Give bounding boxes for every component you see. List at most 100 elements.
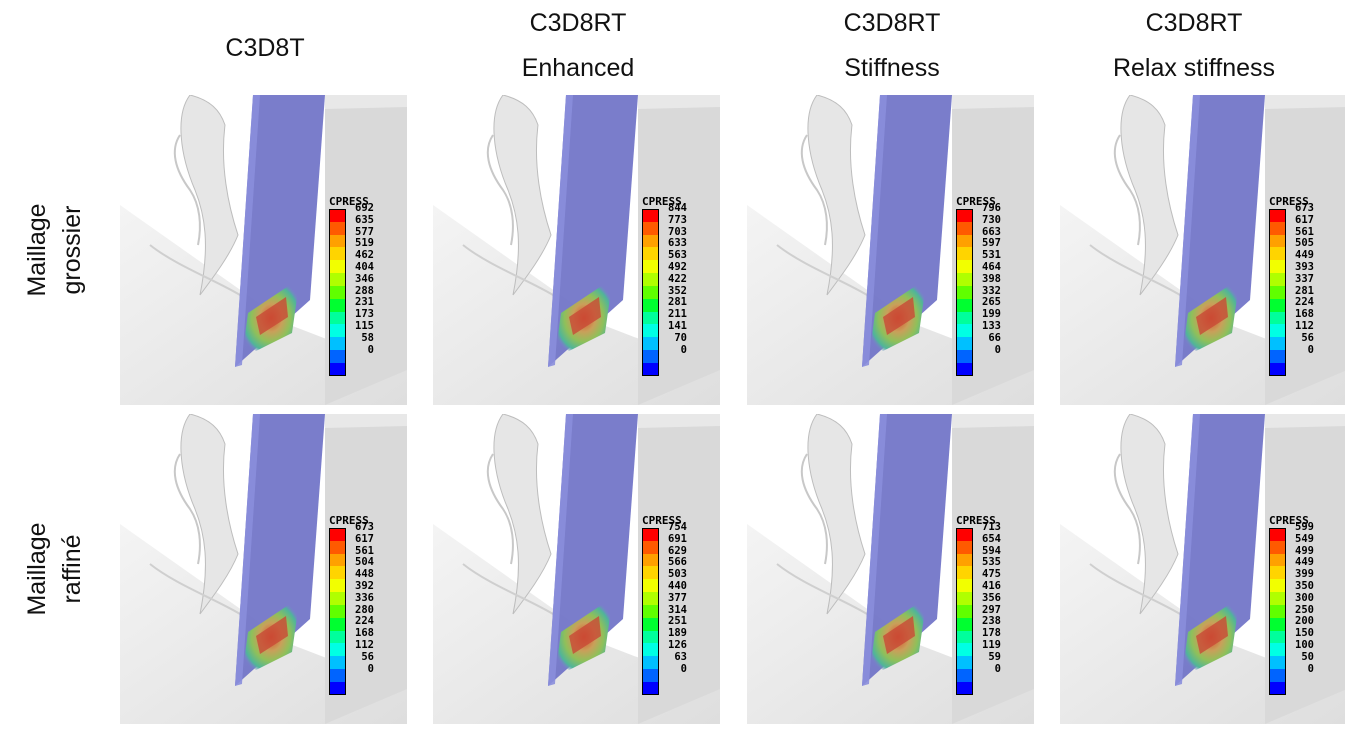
legend-value: 422 bbox=[668, 272, 687, 285]
legend-value: 0 bbox=[1307, 343, 1314, 356]
legend-swatch bbox=[329, 553, 346, 567]
legend-swatch bbox=[1269, 311, 1286, 325]
row-label-line2: raffiné bbox=[58, 534, 86, 603]
legend-swatch bbox=[642, 311, 659, 325]
legend-swatch bbox=[329, 617, 346, 631]
wall-edge bbox=[1265, 95, 1345, 109]
legend-swatch bbox=[642, 221, 659, 235]
legend-swatch bbox=[329, 643, 346, 657]
chip-contour bbox=[173, 453, 201, 565]
legend-value: 392 bbox=[355, 579, 374, 592]
pressure-core bbox=[256, 297, 288, 335]
legend-title: CPRESS bbox=[329, 195, 369, 208]
legend-value: 563 bbox=[668, 249, 687, 262]
legend-swatch bbox=[1269, 324, 1286, 338]
legend-color-bar bbox=[329, 209, 346, 376]
legend-swatch bbox=[642, 681, 659, 695]
legend-value: 350 bbox=[1295, 579, 1314, 592]
chip-shape bbox=[1120, 95, 1179, 296]
legend-value: 448 bbox=[355, 568, 374, 581]
legend-value: 288 bbox=[355, 284, 374, 297]
legend-value: 251 bbox=[668, 615, 687, 628]
legend-value: 126 bbox=[668, 638, 687, 651]
legend-value: 713 bbox=[982, 521, 1001, 533]
legend-swatch bbox=[642, 362, 659, 376]
legend-swatch bbox=[642, 540, 659, 554]
legend-title: CPRESS bbox=[642, 195, 682, 208]
legend-swatch bbox=[1269, 221, 1286, 235]
legend-value: 297 bbox=[982, 603, 1001, 616]
legend-swatch bbox=[1269, 604, 1286, 618]
tool-plane-edge bbox=[235, 95, 260, 367]
legend-swatch bbox=[956, 311, 973, 325]
legend-value: 332 bbox=[982, 284, 1001, 297]
row-label-svg: Maillage raffiné bbox=[23, 522, 86, 615]
edge-curve bbox=[149, 244, 241, 296]
legend-value: 464 bbox=[982, 260, 1001, 273]
legend-value: 796 bbox=[982, 202, 1001, 214]
legend-value: 561 bbox=[355, 544, 374, 557]
legend-swatch bbox=[1269, 643, 1286, 657]
wall-edge bbox=[325, 95, 407, 109]
legend-swatch bbox=[1269, 630, 1286, 644]
legend-swatch bbox=[329, 337, 346, 351]
legend-swatch bbox=[956, 337, 973, 351]
legend-swatch bbox=[956, 260, 973, 274]
legend-swatch bbox=[956, 221, 973, 235]
chip-contour bbox=[173, 134, 201, 246]
tool-plane-edge bbox=[1175, 95, 1200, 367]
tool-plane bbox=[548, 414, 638, 686]
legend-value: 115 bbox=[355, 319, 374, 332]
legend-swatch bbox=[329, 260, 346, 274]
legend-value: 692 bbox=[355, 202, 374, 214]
pressure-core bbox=[1196, 297, 1228, 335]
legend-swatch bbox=[1269, 273, 1286, 286]
column-header-line1: C3D8T bbox=[225, 34, 305, 62]
legend-title: CPRESS bbox=[1269, 195, 1309, 208]
legend-value: 673 bbox=[355, 521, 374, 533]
legend-swatch bbox=[642, 592, 659, 605]
legend-value: 416 bbox=[982, 579, 1001, 592]
legend-value: 281 bbox=[668, 296, 687, 309]
legend-swatch bbox=[1269, 234, 1286, 248]
tool-plane-edge bbox=[862, 414, 887, 686]
legend-swatch bbox=[329, 540, 346, 554]
legend-swatch bbox=[329, 221, 346, 235]
wall-edge bbox=[325, 414, 407, 428]
legend-swatch bbox=[956, 656, 973, 670]
legend-value: 633 bbox=[668, 237, 687, 250]
legend-swatch bbox=[642, 285, 659, 299]
tool-plane-edge bbox=[548, 95, 573, 367]
legend-value: 211 bbox=[668, 308, 687, 321]
legend-value: 314 bbox=[668, 603, 687, 616]
column-header-line1: C3D8RT bbox=[1145, 9, 1243, 37]
legend-value: 150 bbox=[1295, 627, 1314, 640]
legend-swatch bbox=[1269, 337, 1286, 351]
legend-swatch bbox=[956, 350, 973, 363]
legend-swatch bbox=[1269, 656, 1286, 670]
legend-value: 531 bbox=[982, 249, 1001, 262]
legend-value: 577 bbox=[355, 225, 374, 238]
chip-contour bbox=[486, 134, 514, 246]
legend-color-bar bbox=[329, 528, 346, 695]
legend-swatch bbox=[329, 234, 346, 248]
legend-swatch bbox=[1269, 298, 1286, 312]
legend-swatch bbox=[642, 298, 659, 312]
legend-value: 594 bbox=[982, 544, 1001, 557]
legend-swatch bbox=[956, 273, 973, 286]
legend-swatch bbox=[956, 553, 973, 567]
chip-shape bbox=[493, 414, 552, 615]
legend-value: 112 bbox=[355, 638, 374, 651]
legend-swatch bbox=[329, 324, 346, 338]
legend-swatch bbox=[956, 617, 973, 631]
legend-value: 231 bbox=[355, 296, 374, 309]
legend-value: 337 bbox=[1295, 272, 1314, 285]
legend-swatch bbox=[1269, 617, 1286, 631]
